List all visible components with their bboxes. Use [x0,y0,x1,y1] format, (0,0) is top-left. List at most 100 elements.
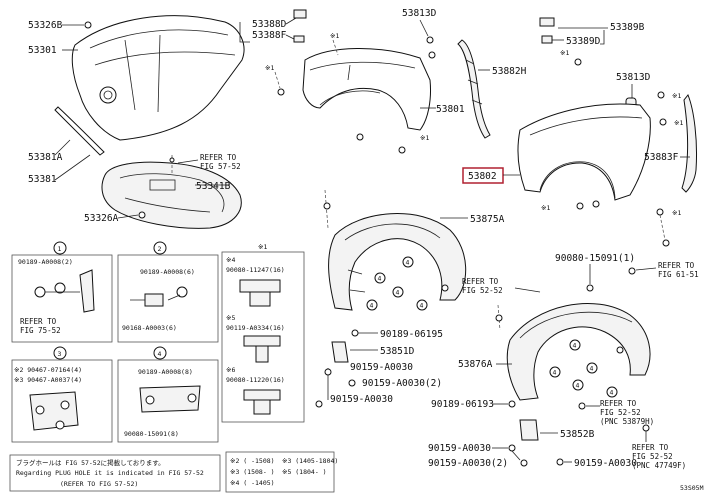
svg-text:4: 4 [420,302,424,310]
seal-icon [293,35,305,43]
clip-icon [138,211,146,219]
svg-text:(PNC 47749F)[interactable]: (PNC 47749F) [632,461,686,470]
highlighted-part-53802[interactable] [462,167,504,184]
svg-text:90189-A0008(2): 90189-A0008(2) [18,258,73,266]
bolt-icon [84,21,92,29]
label-90159-A0030-d: 90159-A0030 [574,458,637,469]
svg-text:FIG 52-52[interactable]: FIG 52-52 [600,408,641,417]
label-53801: 53801 [436,104,465,115]
label-53389B: 53389B [610,22,645,33]
svg-text:FIG 61-51[interactable]: FIG 61-51 [658,270,699,279]
label-53388D: 53388D [252,19,287,30]
svg-text:※2 90467-07164(4): ※2 90467-07164(4) [14,366,82,374]
refer-fig-52-52-c[interactable]: REFER TO [632,443,669,452]
label-53326A: 53326A [84,213,119,224]
cover-icon [293,9,307,19]
label-90189-06195: 90189-06195 [380,329,443,340]
hood-panel [71,15,245,141]
plug-hole-note: ブラグホールは FIG 57-52に掲載しております。 Regarding PL… [9,454,221,492]
label-53301: 53301 [28,45,57,56]
svg-text:FIG 75-52[interactable]: FIG 75-52 [20,326,61,335]
label-53876A: 53876A [458,359,493,370]
svg-text:※3 (1508- ): ※3 (1508- ) [230,468,275,476]
refer-fig-61-51[interactable]: REFER TO [658,261,695,270]
refer-fig-57-52[interactable]: REFER TO [200,153,237,162]
svg-text:※5 (1804- ): ※5 (1804- ) [282,468,327,476]
svg-text:4: 4 [396,289,400,297]
svg-text:FIG 52-52[interactable]: FIG 52-52 [632,452,673,461]
svg-text:FIG 52-52[interactable]: FIG 52-52 [462,286,503,295]
svg-text:90080-11247(16): 90080-11247(16) [226,266,285,274]
label-53381A: 53381A [28,152,63,163]
refer-fig-75-52[interactable]: REFER TO [20,317,57,326]
svg-text:※3 (1405-1804): ※3 (1405-1804) [282,457,338,465]
label-53389D: 53389D [566,36,601,47]
label-53813D-left: 53813D [402,8,437,19]
detail-box-2: 2 90189-A0008(6) 90168-A0003(6) [117,241,219,343]
svg-text:※5: ※5 [226,314,235,322]
svg-text:FIG 57-52[interactable]: FIG 57-52 [200,162,241,171]
label-53883F: 53883F [644,152,679,163]
detail-box-1: 1 90189-A0008(2) REFER TO FIG 75-52 [11,241,113,343]
svg-text:※1: ※1 [330,32,339,40]
svg-text:4: 4 [158,350,162,358]
svg-text:1: 1 [58,245,62,253]
svg-text:4: 4 [576,382,580,390]
date-legend: ※2 ( -1508) ※3 (1405-1804) ※3 (1508- ) ※… [225,451,338,493]
seal-icon [541,35,553,44]
svg-text:4: 4 [370,302,374,310]
svg-text:90119-A0334(16): 90119-A0334(16) [226,324,285,332]
fender-liner-left [328,213,467,311]
svg-text:※3 90467-A0037(4): ※3 90467-A0037(4) [14,376,82,384]
label-90159-A0030-c: 90159-A0030 [428,443,491,454]
label-90080-15091-1: 90080-15091(1) [555,253,635,264]
svg-text:※1: ※1 [420,134,429,142]
svg-text:※1: ※1 [541,204,550,212]
detail-box-s1: ※1 ※4 90080-11247(16) ※5 90119-A0334(16)… [221,243,305,423]
svg-text:90080-15091(8): 90080-15091(8) [124,430,179,438]
svg-text:※1: ※1 [258,243,267,251]
detail-box-3: 3 ※2 90467-07164(4) ※3 90467-A0037(4) [11,346,113,443]
fender-left [302,48,431,131]
refer-fig-52-52-a[interactable]: REFER TO [462,277,499,286]
label-53326B: 53326B [28,20,63,31]
bracket [519,419,539,441]
svg-text:※1: ※1 [672,92,681,100]
svg-text:(PNC 53879H)[interactable]: (PNC 53879H) [600,417,654,426]
detail-box-4: 4 90189-A0008(8) 90080-15091(8) [117,346,219,443]
svg-text:4: 4 [590,365,594,373]
corner-code: 53S05M [680,484,704,492]
hood-insulator [101,161,242,229]
fender-splash-shield [457,39,491,139]
label-90159-A0030-2: 90159-A0030(2) [362,378,442,389]
label-90159-A0030-a: 90159-A0030 [350,362,413,373]
marker-s1: ※1 [265,64,274,72]
label-53851D: 53851D [380,346,415,357]
svg-text:※1: ※1 [674,119,683,127]
svg-text:※1: ※1 [560,49,569,57]
bolt-icon [426,36,434,44]
label-53802[interactable]: 53802 [468,171,497,182]
hood-seal [54,106,105,156]
fender-right [517,103,651,201]
svg-text:※4 ( -1405): ※4 ( -1405) [230,479,275,487]
bolt-icon [574,58,582,66]
refer-fig-52-52-b[interactable]: REFER TO [600,399,637,408]
svg-text:90080-11220(16): 90080-11220(16) [226,376,285,384]
label-53852B: 53852B [560,429,595,440]
svg-text:※4: ※4 [226,256,235,264]
label-53388F: 53388F [252,30,287,41]
svg-text:3: 3 [58,350,62,358]
marker-circle-4 [402,256,414,268]
svg-text:4: 4 [406,259,410,267]
label-90159-A0030-2b: 90159-A0030(2) [428,458,508,469]
svg-text:4: 4 [553,369,557,377]
fender-strip [681,94,697,193]
bracket [331,341,349,363]
svg-text:4: 4 [378,275,382,283]
label-53875A: 53875A [470,214,505,225]
svg-text:90189-A0008(8): 90189-A0008(8) [138,368,193,376]
svg-text:90189-A0008(6): 90189-A0008(6) [140,268,195,276]
refer-fig-57-52-note[interactable]: (REFER TO FIG 57-52) [60,480,138,488]
